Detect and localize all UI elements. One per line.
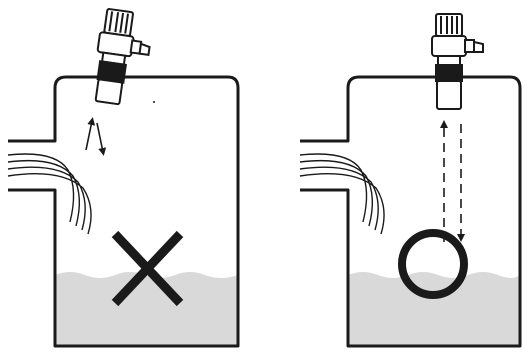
speck [153, 101, 155, 103]
inflow-stream [7, 153, 92, 235]
panel-incorrect [7, 8, 240, 348]
liquid-fill [55, 271, 238, 346]
liquid-surface [347, 270, 521, 278]
signal-arrows-angled [85, 117, 107, 156]
inflow-stream [299, 153, 385, 235]
liquid-fill [348, 271, 520, 346]
sensor-vertical [431, 13, 484, 110]
tank-outline [300, 75, 522, 348]
correct-mark-circle-icon [398, 229, 468, 299]
tank-outline [8, 75, 240, 348]
signal-arrows-vertical [440, 120, 465, 242]
panel-correct [299, 13, 522, 348]
incorrect-mark-cross-icon [111, 230, 184, 307]
sensor-tilted [94, 8, 151, 106]
